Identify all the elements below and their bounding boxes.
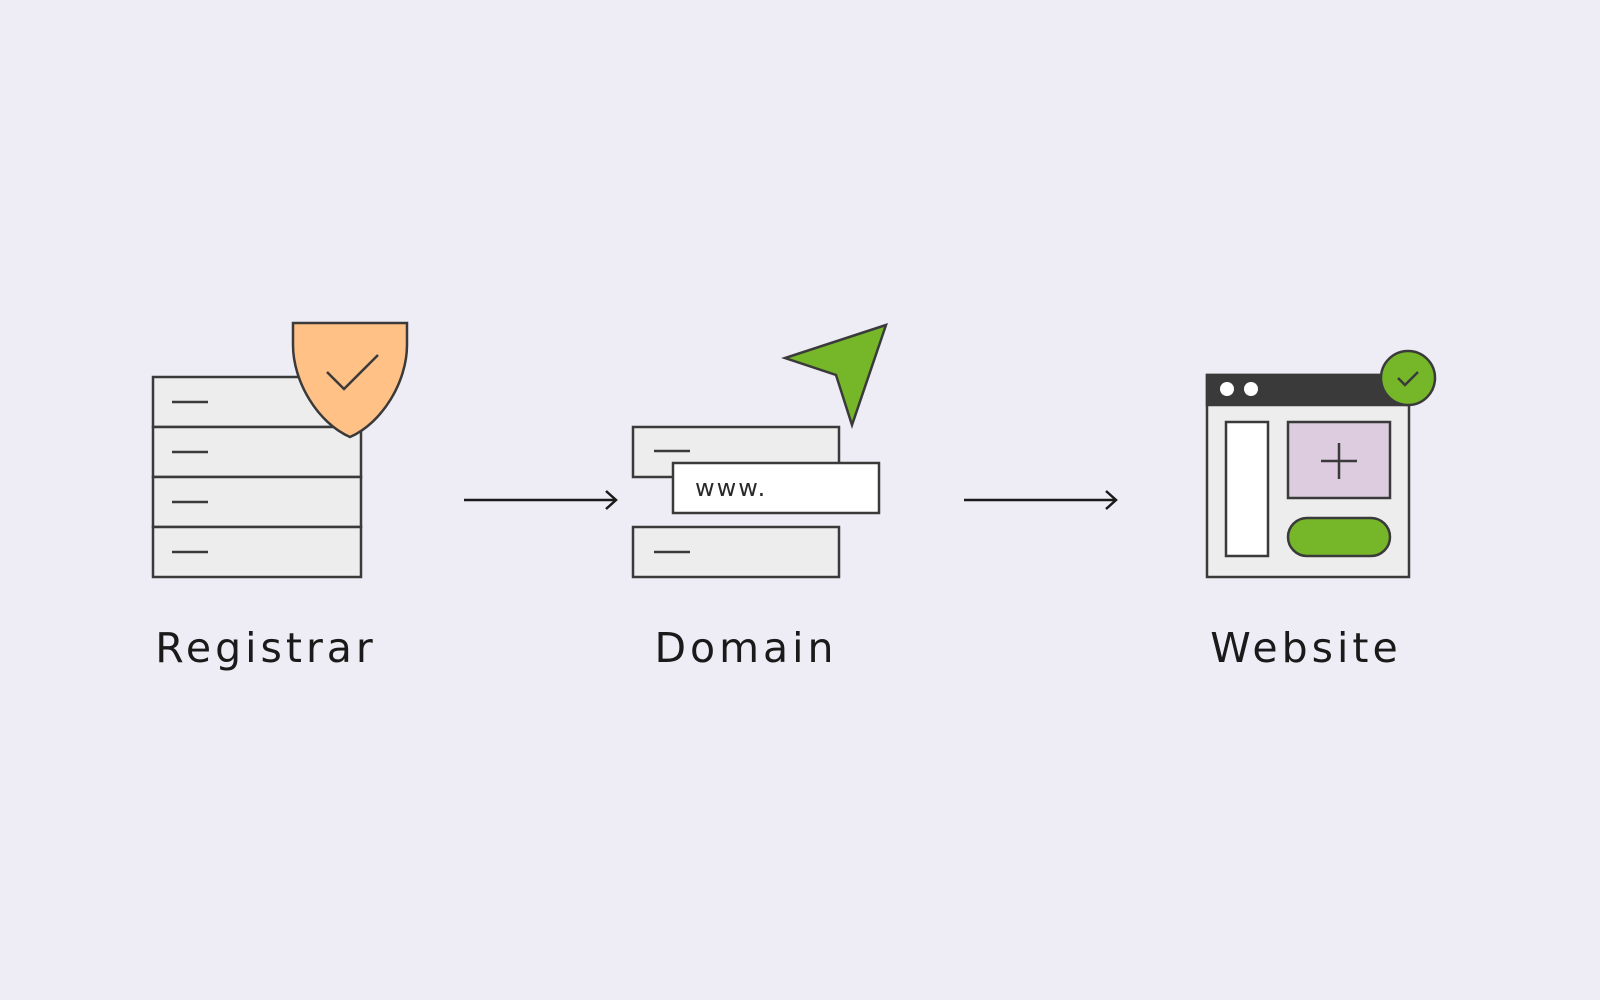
sidebar-placeholder: [1224, 420, 1270, 558]
arrow-right-icon: [464, 490, 618, 510]
cursor-pointer-icon: [781, 323, 888, 429]
window-dot-icon: [1220, 382, 1234, 396]
url-field-text: www.: [695, 474, 767, 502]
server-shield-icon: [151, 321, 409, 579]
domain-pointer-icon: [631, 323, 888, 579]
browser-title-bar: [1205, 373, 1411, 407]
browser-window-icon: [1205, 349, 1437, 579]
url-field: [671, 461, 881, 515]
shield-check-icon: [291, 321, 409, 439]
step-label-registrar: Registrar: [155, 624, 377, 672]
arrow-right-icon: [964, 490, 1118, 510]
step-label-domain: Domain: [654, 624, 838, 672]
window-dot-icon: [1244, 382, 1258, 396]
button-placeholder: [1286, 516, 1392, 558]
step-label-website: Website: [1210, 624, 1402, 672]
check-badge-icon: [1379, 349, 1437, 407]
